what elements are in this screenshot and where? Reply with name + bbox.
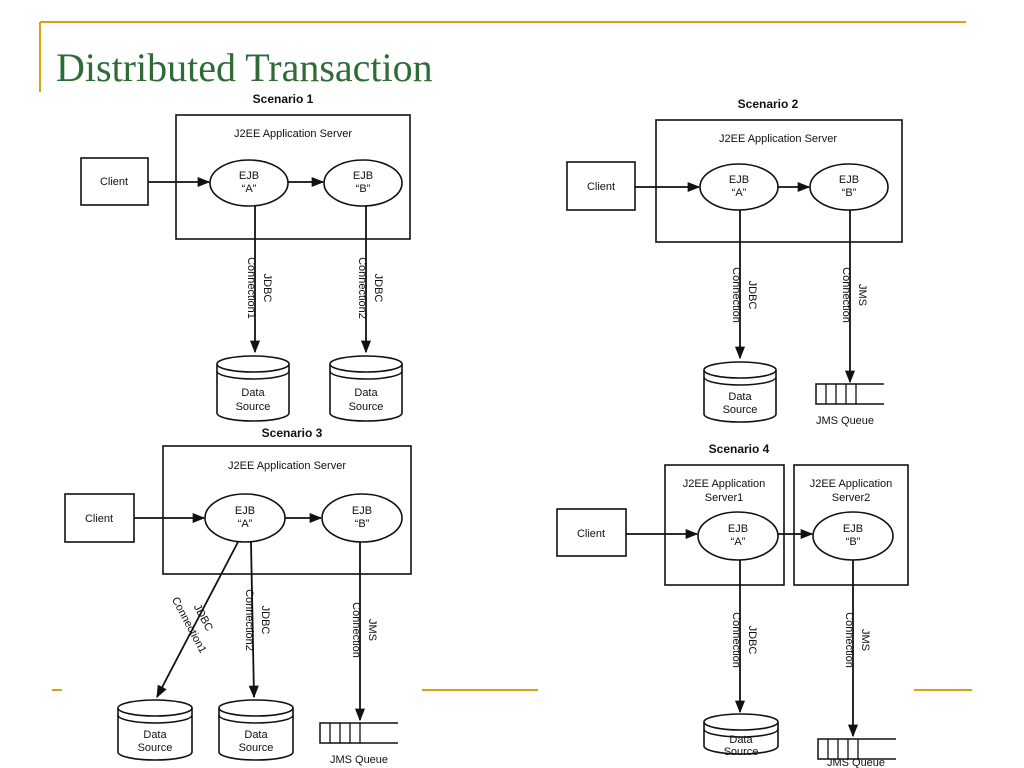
data-source-cylinder: Data Source: [703, 713, 779, 758]
data-source-line1: Data: [143, 729, 167, 741]
data-source-line2: Source: [724, 746, 759, 758]
data-source-cylinder: Data Source: [703, 361, 777, 423]
ejb-a-line2: “A”: [238, 518, 253, 530]
connection-1-arrow: [156, 541, 239, 699]
data-source-cylinder: Data Source: [216, 355, 290, 422]
ejb-b-line2: “B”: [356, 183, 371, 195]
data-source-cylinder: Data Source: [329, 355, 403, 422]
ejb-a-line1: EJB: [239, 170, 259, 182]
connection-3-line1: JMS: [366, 619, 378, 641]
app-server2-line2: Server2: [832, 492, 871, 504]
data-source-line1: Data: [241, 387, 265, 399]
connection-3-label: JMS Connection: [350, 602, 378, 658]
client-label: Client: [587, 181, 615, 193]
ejb-a-line1: EJB: [729, 174, 749, 186]
scenario-title: Scenario 1: [253, 92, 314, 106]
scenario-3: Scenario 3 J2EE Application Server Clien…: [64, 426, 412, 766]
slide-title: Distributed Transaction: [56, 45, 433, 90]
client-label: Client: [100, 176, 128, 188]
scenario-title: Scenario 3: [262, 426, 323, 440]
connection-2-line1: JMS: [856, 284, 868, 306]
connection-2-line2: Connection2: [356, 257, 368, 319]
ejb-a-line1: EJB: [235, 505, 255, 517]
scenario-4: Scenario 4 J2EE Application Server1 J2EE…: [556, 442, 909, 768]
connection-1-line2: Connection: [730, 612, 742, 668]
scenario-title: Scenario 4: [709, 442, 770, 456]
client-box: [80, 157, 149, 206]
ejb-a-line1: EJB: [728, 523, 748, 535]
client-label: Client: [85, 513, 113, 525]
ejb-b-line2: “B”: [355, 518, 370, 530]
connection-1-line1: JDBC: [746, 626, 758, 655]
data-source-line2: Source: [349, 401, 384, 413]
jms-queue: JMS Queue: [319, 722, 398, 766]
data-source-line1: Data: [728, 391, 752, 403]
data-source-line2: Source: [236, 401, 271, 413]
data-source-line2: Source: [138, 742, 173, 754]
connection-2-line1: JDBC: [259, 606, 271, 635]
connection-1-label: JDBC Connection: [730, 612, 758, 668]
ejb-b-line1: EJB: [352, 505, 372, 517]
connection-2-label: JDBC Connection2: [243, 589, 271, 651]
client-box: [556, 508, 627, 557]
ejb-b-line1: EJB: [353, 170, 373, 182]
app-server-label: J2EE Application Server: [228, 460, 346, 472]
app-server-label: J2EE Application Server: [719, 133, 837, 145]
client-box: [566, 161, 636, 211]
connection-1-line1: JDBC: [746, 281, 758, 310]
connection-2-line1: JMS: [859, 629, 871, 651]
data-source-line1: Data: [354, 387, 378, 399]
ejb-b-line2: “B”: [846, 536, 861, 548]
connection-2-line2: Connection2: [243, 589, 255, 651]
jms-queue: JMS Queue: [815, 383, 884, 427]
data-source-cylinder: Data Source: [117, 699, 193, 761]
data-source-line2: Source: [239, 742, 274, 754]
ejb-b-line1: EJB: [839, 174, 859, 186]
connection-1-line2: Connection1: [245, 257, 257, 319]
connection-3-line2: Connection: [350, 602, 362, 658]
app-server-label: J2EE Application Server: [234, 128, 352, 140]
client-box: [64, 493, 135, 543]
app-server1-line2: Server1: [705, 492, 744, 504]
scenario-title: Scenario 2: [738, 97, 799, 111]
ejb-b-line2: “B”: [842, 187, 857, 199]
ejb-a-line2: “A”: [242, 183, 257, 195]
connection-1-label: JDBC Connection1: [245, 257, 273, 319]
app-server1-line1: J2EE Application: [683, 478, 766, 490]
ejb-b-line1: EJB: [843, 523, 863, 535]
client-label: Client: [577, 528, 605, 540]
connection-2-line2: Connection: [840, 267, 852, 323]
jms-queue: JMS Queue: [817, 738, 896, 768]
scenario-1: Scenario 1 J2EE Application Server Clien…: [80, 92, 411, 422]
connection-1-line2: Connection: [730, 267, 742, 323]
jms-queue-label: JMS Queue: [827, 757, 885, 768]
connection-1-label: JDBC Connection: [730, 267, 758, 323]
connection-2-label: JDBC Connection2: [356, 257, 384, 319]
ejb-a-line2: “A”: [732, 187, 747, 199]
data-source-line1: Data: [244, 729, 268, 741]
app-server2-line1: J2EE Application: [810, 478, 893, 490]
connection-2-arrow: [248, 541, 259, 699]
connection-2-label: JMS Connection: [840, 267, 868, 323]
data-source-line1: Data: [729, 734, 753, 746]
jms-queue-label: JMS Queue: [816, 415, 874, 427]
ejb-a-line2: “A”: [731, 536, 746, 548]
connection-2-line2: Connection: [843, 612, 855, 668]
jms-queue-label: JMS Queue: [330, 754, 388, 766]
data-source-cylinder: Data Source: [218, 699, 294, 761]
connection-2-line1: JDBC: [372, 274, 384, 303]
connection-2-label: JMS Connection: [843, 612, 871, 668]
data-source-line2: Source: [723, 404, 758, 416]
connection-1-line1: JDBC: [261, 274, 273, 303]
scenario-2: Scenario 2 J2EE Application Server Clien…: [566, 97, 903, 427]
